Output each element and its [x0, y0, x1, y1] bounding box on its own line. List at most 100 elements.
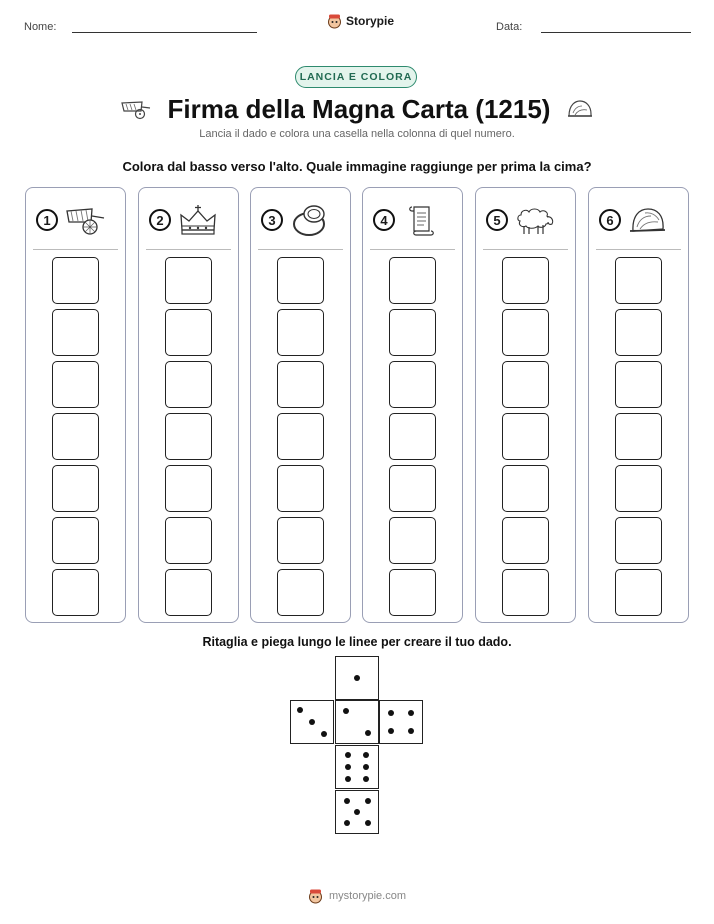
color-box[interactable]: [165, 361, 212, 408]
color-box[interactable]: [389, 361, 436, 408]
pip: [343, 708, 349, 714]
column-divider: [146, 249, 231, 250]
color-box[interactable]: [277, 569, 324, 616]
color-box[interactable]: [52, 517, 99, 564]
color-box[interactable]: [502, 413, 549, 460]
scroll-icon: [409, 206, 434, 236]
color-box[interactable]: [165, 309, 212, 356]
color-box[interactable]: [277, 257, 324, 304]
color-box[interactable]: [165, 465, 212, 512]
pip: [354, 809, 360, 815]
pip: [408, 710, 414, 716]
column-3: 3: [250, 187, 351, 623]
color-box[interactable]: [52, 569, 99, 616]
color-box[interactable]: [277, 309, 324, 356]
column-header: 4: [363, 200, 462, 240]
die-face-4: [379, 700, 423, 744]
column-5: 5: [475, 187, 576, 623]
column-number: 3: [261, 209, 283, 231]
color-box[interactable]: [615, 465, 662, 512]
color-box[interactable]: [165, 257, 212, 304]
color-box[interactable]: [52, 413, 99, 460]
pip: [345, 752, 351, 758]
pip: [365, 820, 371, 826]
column-divider: [596, 249, 681, 250]
color-box[interactable]: [502, 309, 549, 356]
color-box[interactable]: [502, 361, 549, 408]
pip: [344, 820, 350, 826]
color-box[interactable]: [615, 361, 662, 408]
date-label: Data:: [496, 21, 523, 33]
color-box[interactable]: [52, 309, 99, 356]
pip: [321, 731, 327, 737]
color-box[interactable]: [165, 569, 212, 616]
column-divider: [258, 249, 343, 250]
color-box[interactable]: [165, 517, 212, 564]
pip: [365, 730, 371, 736]
color-box[interactable]: [389, 257, 436, 304]
column-number: 6: [599, 209, 621, 231]
color-box[interactable]: [52, 361, 99, 408]
color-box[interactable]: [277, 465, 324, 512]
subtitle: Lancia il dado e colora una casella nell…: [199, 128, 515, 140]
pip: [388, 710, 394, 716]
color-box[interactable]: [502, 569, 549, 616]
ring-icon: [293, 205, 325, 236]
sheep-icon: [517, 208, 554, 234]
brand-name: Storypie: [346, 14, 395, 28]
column-number: 4: [373, 209, 395, 231]
pip: [309, 719, 315, 725]
column-1: 1: [25, 187, 126, 623]
die-face-3: [290, 700, 334, 744]
color-box[interactable]: [277, 517, 324, 564]
color-box[interactable]: [389, 569, 436, 616]
column-6: 6: [588, 187, 689, 623]
name-line[interactable]: [72, 32, 257, 33]
color-box[interactable]: [615, 569, 662, 616]
footer-url[interactable]: mystorypie.com: [328, 890, 407, 902]
column-header: 1: [26, 200, 125, 240]
color-box[interactable]: [277, 361, 324, 408]
color-box[interactable]: [615, 309, 662, 356]
color-box[interactable]: [615, 257, 662, 304]
color-box[interactable]: [389, 309, 436, 356]
column-header: 3: [251, 200, 350, 240]
footer: mystorypie.com: [0, 888, 714, 904]
cart-icon: [66, 208, 105, 235]
column-number: 5: [486, 209, 508, 231]
color-box[interactable]: [165, 413, 212, 460]
column-divider: [33, 249, 118, 250]
color-box[interactable]: [389, 413, 436, 460]
pip: [344, 798, 350, 804]
pip: [345, 776, 351, 782]
color-box[interactable]: [615, 413, 662, 460]
color-box[interactable]: [502, 257, 549, 304]
cut-instruction: Ritaglia e piega lungo le linee per crea…: [202, 635, 512, 649]
color-box[interactable]: [277, 413, 324, 460]
color-box[interactable]: [389, 465, 436, 512]
helmet-icon: [629, 208, 666, 232]
column-header: 5: [476, 200, 575, 240]
instruction: Colora dal basso verso l'alto. Quale imm…: [122, 159, 592, 174]
color-box[interactable]: [52, 465, 99, 512]
column-2: 2: [138, 187, 239, 623]
color-box[interactable]: [502, 517, 549, 564]
die-face-6: [335, 745, 379, 789]
pip: [354, 675, 360, 681]
cart-icon: [120, 101, 150, 120]
color-box[interactable]: [389, 517, 436, 564]
pip: [363, 776, 369, 782]
pip: [365, 798, 371, 804]
column-4: 4: [362, 187, 463, 623]
column-header: 6: [589, 200, 688, 240]
color-box[interactable]: [615, 517, 662, 564]
color-box[interactable]: [502, 465, 549, 512]
pip: [388, 728, 394, 734]
color-box[interactable]: [52, 257, 99, 304]
activity-badge: LANCIA E COLORA: [295, 66, 417, 88]
date-line[interactable]: [541, 32, 691, 33]
pip: [297, 707, 303, 713]
name-label: Nome:: [24, 21, 57, 33]
helmet-icon: [568, 100, 593, 117]
column-header: 2: [139, 200, 238, 240]
